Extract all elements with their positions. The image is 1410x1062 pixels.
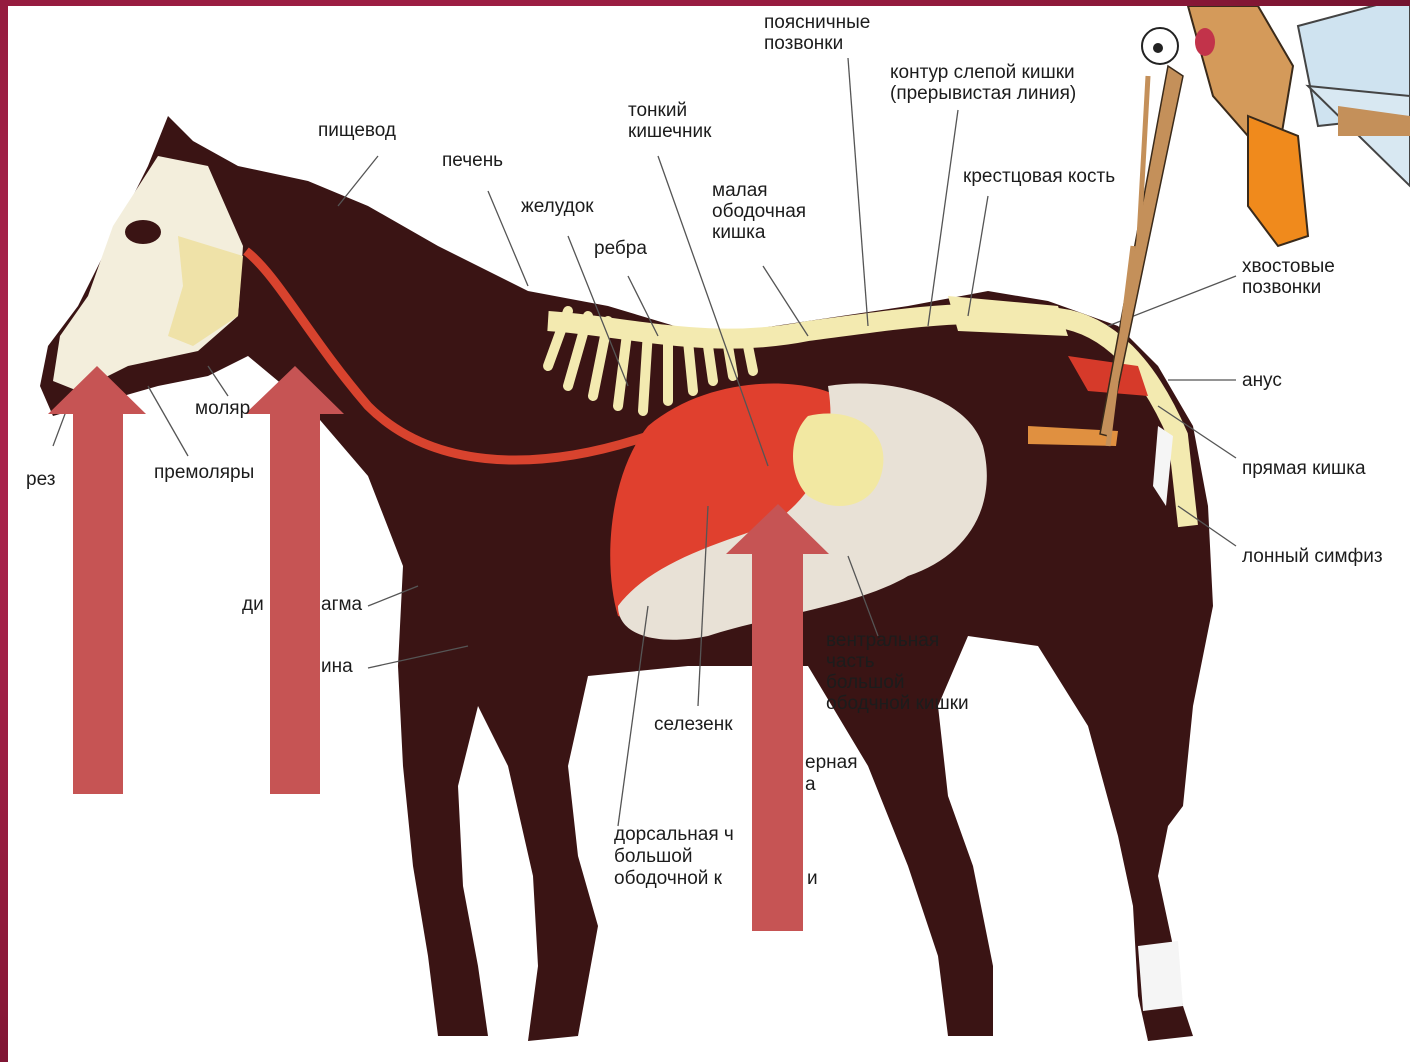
hind-sock <box>1138 941 1183 1011</box>
diagram-panel: поясничные позвонки контур слепой кишки … <box>8 6 1410 1062</box>
label-dorsal-colon-1: дорсальная ч <box>614 824 734 845</box>
horse-anatomy-illustration <box>8 6 1410 1062</box>
eye-socket <box>125 220 161 244</box>
label-partial-right: ерная <box>805 752 857 773</box>
arrow-left <box>48 366 146 794</box>
mosquito-mouth <box>1195 28 1215 56</box>
mosquito-apron <box>1248 116 1308 246</box>
label-diaphragm-left: ди <box>242 594 264 615</box>
label-diaphragm-right: агма <box>321 594 362 615</box>
label-partial-right-2: а <box>805 774 816 795</box>
label-tail-vertebrae: хвостовые позвонки <box>1242 256 1335 298</box>
label-liver: печень <box>442 150 503 171</box>
label-sacrum: крестцовая кость <box>963 166 1115 187</box>
label-premolars: премоляры <box>154 462 254 483</box>
label-dorsal-colon-tail: и <box>807 868 818 889</box>
label-pubic-symphysis: лонный симфиз <box>1242 546 1383 567</box>
label-partial-left: ина <box>321 656 353 677</box>
label-lumbar-vertebrae: поясничные позвонки <box>764 12 870 54</box>
label-small-colon: малая ободочная кишка <box>712 180 806 243</box>
label-anus: анус <box>1242 370 1282 391</box>
label-esophagus: пищевод <box>318 120 396 141</box>
label-dorsal-colon-2: большой <box>614 846 692 867</box>
label-small-intestine: тонкий кишечник <box>628 100 711 142</box>
label-spleen: селезенк <box>654 714 733 735</box>
label-dorsal-colon-3: ободочной к <box>614 868 722 889</box>
label-incisors: рез <box>26 469 55 490</box>
label-stomach: желудок <box>521 196 594 217</box>
label-rectum: прямая кишка <box>1242 458 1366 479</box>
label-ribs: ребра <box>594 238 647 259</box>
label-ventral-colon: вентральная часть большой ободчной кишки <box>826 630 969 714</box>
label-cecum-contour: контур слепой кишки (прерывистая линия) <box>890 62 1076 104</box>
label-molars: моляр <box>195 398 250 419</box>
